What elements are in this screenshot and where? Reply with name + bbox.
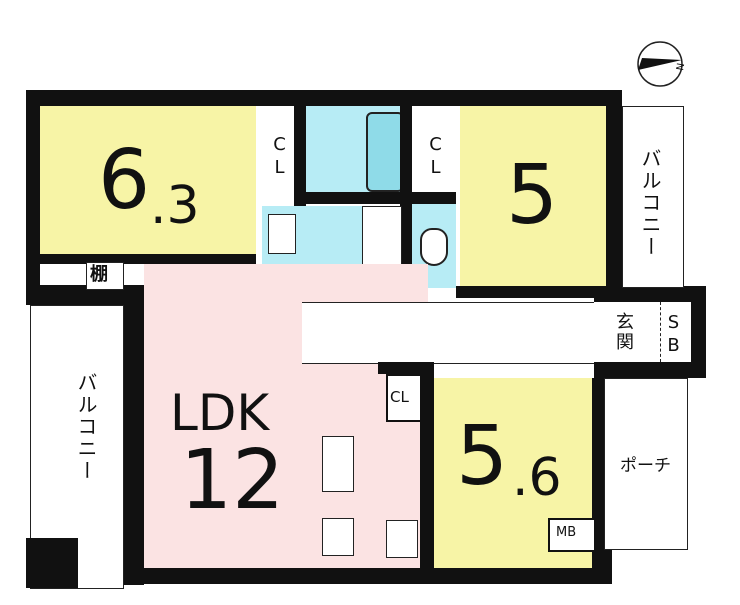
bathtub xyxy=(366,112,404,192)
wall-outer xyxy=(122,568,612,584)
balcony-column xyxy=(26,538,78,588)
room-size: 5 xyxy=(506,148,559,243)
porch-label: ポーチ xyxy=(620,456,671,476)
closet-label: CL xyxy=(269,134,290,180)
meter-box-label: MB xyxy=(556,525,577,540)
wall xyxy=(306,192,456,204)
wall-outer xyxy=(26,90,40,300)
wall xyxy=(456,286,606,298)
porch xyxy=(604,378,688,550)
room-size-main: 6 xyxy=(98,133,151,228)
wall-outer xyxy=(26,90,622,106)
closet-label: CL xyxy=(390,388,409,406)
ldk-name: LDK xyxy=(170,384,270,442)
ldk-hall-cutout xyxy=(302,302,428,364)
room-size-sub: .6 xyxy=(512,448,562,508)
wall xyxy=(40,254,256,264)
shoe-box xyxy=(660,302,691,362)
entrance xyxy=(606,302,644,362)
room-size-main: 5 xyxy=(456,409,509,504)
balcony-label: バルコニー xyxy=(638,148,662,258)
wall xyxy=(400,106,412,302)
toilet-bowl xyxy=(420,228,448,266)
balcony-label: バルコニー xyxy=(74,372,98,482)
balcony-right xyxy=(622,106,684,288)
stove xyxy=(322,518,354,556)
fridge xyxy=(386,520,418,558)
wash-basin xyxy=(268,214,296,254)
western-room-2 xyxy=(460,106,606,286)
ldk-size: 12 xyxy=(180,433,285,528)
wall xyxy=(420,362,434,584)
shoe-box-label: SB xyxy=(663,312,684,358)
wall-outer xyxy=(594,362,706,378)
western-room-1 xyxy=(40,106,256,254)
wall-outer xyxy=(690,286,706,378)
wall-outer xyxy=(606,90,622,290)
wall-outer xyxy=(122,285,144,585)
entrance-label: 玄関 xyxy=(613,312,634,352)
meter-box xyxy=(548,518,596,552)
compass-north-label: N xyxy=(675,62,688,72)
compass-icon xyxy=(637,41,683,87)
closet-label: CL xyxy=(425,134,446,180)
room-size-sub: .3 xyxy=(150,176,200,236)
shelf-label: 棚 xyxy=(90,264,108,285)
wall-outer xyxy=(594,286,706,302)
kitchen-sink xyxy=(322,436,354,492)
shelf xyxy=(86,262,124,290)
wall-outer xyxy=(26,285,136,305)
